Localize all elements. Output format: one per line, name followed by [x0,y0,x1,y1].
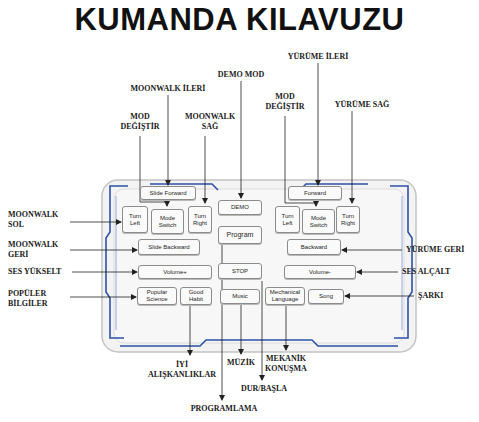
button-text: Turn Right [339,213,357,226]
remote-button: Music [220,289,260,304]
remote-button: Volume- [284,265,356,279]
button-text: Mode Switch [305,215,332,228]
callout-label: SES ALÇALT [402,267,476,277]
button-text: Forward [304,190,326,197]
remote-button: Turn Right [336,206,360,233]
blue-trim [106,184,412,346]
callout-label: MÜZİK [221,358,261,368]
remote-button: Backward [287,239,341,255]
callout-label: SES YÜKSELT [8,267,88,277]
remote-button: Mode Switch [302,209,335,234]
callout-label: MOONWALK SAĞ [184,112,236,131]
remote-button: Song [308,289,344,304]
callout-label: MOONWALK GERİ [8,240,66,259]
button-text: Song [319,293,333,300]
callout-label: YÜRÜME İLERİ [273,52,363,62]
remote-body [102,180,416,352]
remote-button: Mechanical Language [265,287,305,305]
button-text: Slide Forward [149,190,186,197]
callout-label: ŞARKI [418,291,468,301]
button-text: Program [227,231,254,239]
remote-button: Program [218,226,262,244]
callout-label: İYİ ALIŞKANLIKLAR [143,360,221,379]
remote-button: DEMO [218,200,262,215]
remote-button: Slide Forward [140,186,196,200]
leader-lines [70,63,414,400]
callout-label: MOONWALK İLERİ [120,84,216,94]
button-text: DEMO [231,204,249,211]
remote-button: Forward [288,186,342,200]
remote-button: Turn Left [275,206,300,233]
callout-label: YÜRÜME GERİ [406,245,476,255]
callout-label: DUR/BAŞLA [234,384,294,394]
button-text: Turn Left [278,213,297,226]
button-text: Volume- [309,269,331,276]
remote-button: Good Habit [180,287,212,305]
button-text: STOP [232,268,248,275]
button-text: Mechanical Language [268,289,302,302]
callout-label: MOD DEĞİŞTİR [261,92,309,111]
callout-label: MOONWALK SOL [8,210,66,229]
callout-label: POPÜLER BİLGİLER [8,289,66,308]
remote-button: Volume+ [138,265,212,279]
button-text: Turn Right [191,213,209,226]
button-text: Popular Science [140,289,174,302]
callout-label: DEMO MOD [206,70,276,80]
remote-button: Slide Backward [138,239,200,255]
button-text: Turn Left [125,213,145,226]
callout-label: MEKANİK KONUŞMA [261,354,311,373]
button-text: Mode Switch [154,215,181,228]
remote-button: Turn Left [122,206,148,233]
remote-button: Turn Right [188,206,212,233]
button-text: Music [232,293,248,300]
button-text: Volume+ [163,269,187,276]
remote-panel [114,189,404,343]
blue-trim-inner [116,196,402,330]
remote-button: Mode Switch [151,209,184,234]
guide-title: KUMANDA KILAVUZU [0,3,479,37]
callout-label: MOD DEĞİŞTİR [116,112,164,131]
callout-label: YÜRÜME SAĞ [327,100,397,110]
button-text: Slide Backward [148,244,189,251]
callout-label: PROGRAMLAMA [184,404,264,414]
button-text: Good Habit [183,289,209,302]
remote-button: Popular Science [137,287,177,305]
button-text: Backward [301,244,327,251]
remote-button: STOP [218,263,262,279]
